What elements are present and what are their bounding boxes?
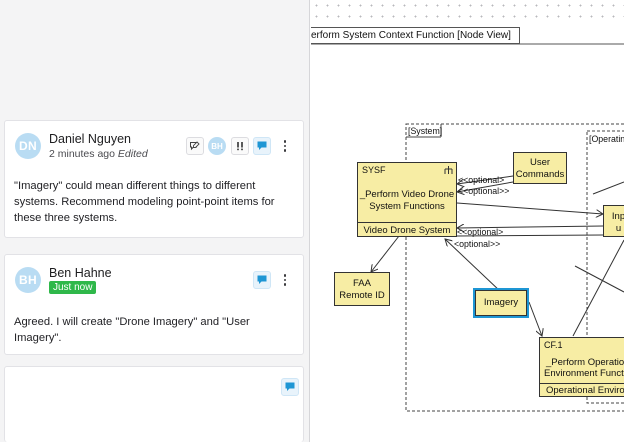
cf1-footer: Operational Environ	[540, 383, 624, 396]
new-comment-area[interactable]	[4, 366, 304, 442]
edit-comment-icon[interactable]	[186, 137, 204, 155]
faa-line2: Remote ID	[339, 290, 385, 301]
comment-time: 2 minutes ago	[49, 148, 115, 160]
just-now-badge: Just now	[49, 281, 97, 294]
sysf-stereotype: SYSF	[362, 165, 386, 175]
input-block-line2: u	[615, 223, 622, 234]
comment-body: Agreed. I will create "Drone Imagery" an…	[14, 316, 250, 344]
comment-card-2: BH Ben Hahne Just now Agreed. I will cre…	[4, 254, 304, 355]
user-commands-block[interactable]: User Commands	[513, 152, 567, 184]
imagery-block[interactable]: Imagery	[473, 288, 529, 318]
optional-label: <<optional>	[458, 175, 505, 185]
cf1-stereotype: CF.1	[544, 340, 563, 350]
comment-card-1: DN Daniel Nguyen 2 minutes ago Edited BH…	[4, 120, 304, 238]
comment-meta: 2 minutes ago Edited	[49, 148, 148, 160]
comment-body: "Imagery" could mean different things to…	[14, 180, 275, 224]
comment-icon[interactable]	[253, 271, 271, 289]
avatar: BH	[15, 267, 41, 293]
add-comment-icon[interactable]	[281, 378, 299, 396]
faa-line1: FAA	[353, 278, 371, 289]
comments-panel: DN Daniel Nguyen 2 minutes ago Edited BH…	[0, 0, 310, 442]
optional-label: <<optional>>	[458, 186, 510, 196]
sysf-name-1: _Perform Video Drone	[359, 189, 455, 200]
diagram-panel: erform System Context Function [Node Vie…	[311, 0, 624, 442]
canvas-grid	[311, 0, 624, 24]
user-commands-line2: Commands	[515, 169, 565, 180]
optional-label: <optional>>	[454, 239, 501, 249]
priority-icon[interactable]	[231, 137, 249, 155]
system-frame-label: [System]	[408, 126, 443, 136]
operating-frame-label: [Operatin	[589, 134, 624, 144]
sysf-name-2: System Functions	[369, 201, 445, 212]
comment-author[interactable]: Daniel Nguyen	[49, 132, 131, 146]
comment-edited-flag: Edited	[117, 148, 148, 160]
comment-icon[interactable]	[253, 137, 271, 155]
faa-remote-id-block[interactable]: FAA Remote ID	[334, 272, 390, 306]
fork-icon	[444, 166, 453, 174]
sysf-footer: Video Drone System	[358, 222, 456, 236]
user-commands-line1: User	[529, 157, 551, 168]
input-block[interactable]: Inp u	[603, 205, 624, 237]
sysf-block[interactable]: SYSF _Perform Video Drone System Functio…	[357, 162, 457, 237]
cf1-block[interactable]: CF.1 _Perform Operationa Environment Fun…	[539, 337, 624, 397]
cf1-name-1: _Perform Operationa	[546, 357, 624, 368]
kebab-menu-icon[interactable]	[281, 271, 289, 289]
kebab-menu-icon[interactable]	[281, 137, 289, 155]
input-block-line1: Inp	[611, 211, 624, 222]
optional-label: <<optional>	[457, 227, 504, 237]
avatar: DN	[15, 133, 41, 159]
reviewer-avatar[interactable]: BH	[208, 137, 226, 155]
comment-author[interactable]: Ben Hahne	[49, 266, 112, 280]
cf1-name-2: Environment Function	[544, 368, 624, 379]
